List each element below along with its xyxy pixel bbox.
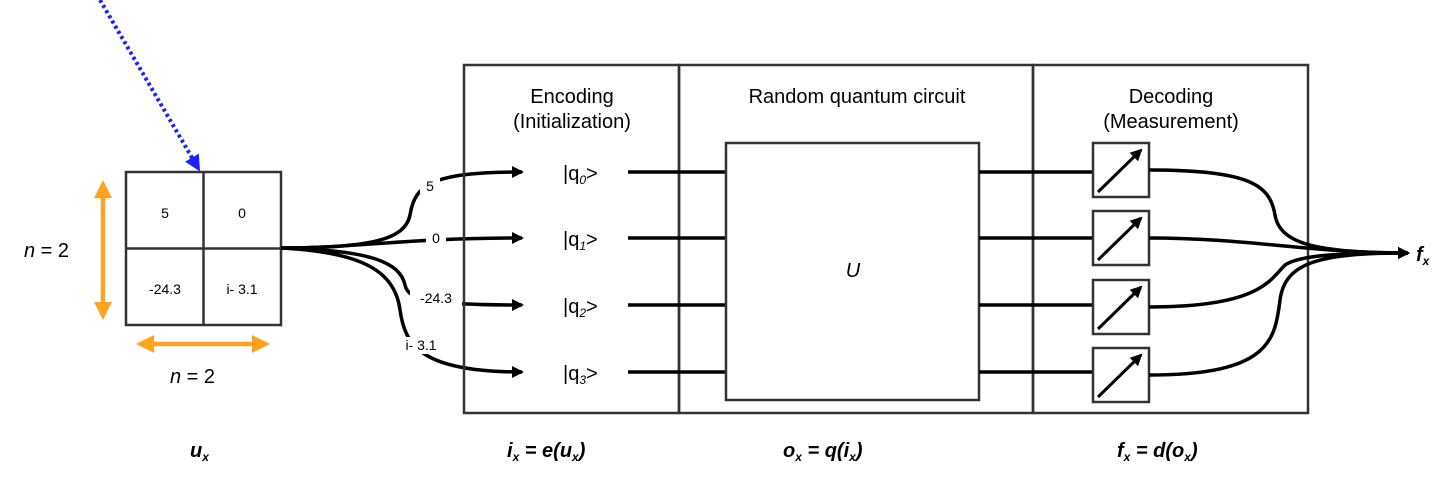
grid-cell-0: 5 xyxy=(161,205,169,221)
n-horizontal-label: n = 2 xyxy=(170,366,215,388)
unitary-label: U xyxy=(846,260,861,282)
wire-label-0: 5 xyxy=(426,178,434,194)
decoding-title: Decoding xyxy=(1129,86,1214,108)
meter-1 xyxy=(1091,209,1151,267)
grid-cell-1: 0 xyxy=(238,205,246,221)
wire-label-1: 0 xyxy=(432,230,440,246)
ux-label: ux xyxy=(190,440,210,464)
qubit-label-1: |q1> xyxy=(563,229,598,253)
qubit-wires-out xyxy=(979,170,1093,374)
qubit-labels: |q0> |q1> |q2> |q3> xyxy=(563,163,598,387)
decoding-subtitle: (Measurement) xyxy=(1103,111,1239,133)
n-vertical-label: n = 2 xyxy=(24,240,69,262)
output-label: fx xyxy=(1416,244,1431,268)
encoding-title: Encoding xyxy=(530,86,613,108)
grid-cell-3: i- 3.1 xyxy=(226,281,257,297)
grid-cell-2: -24.3 xyxy=(149,281,181,297)
input-grid: 5 0 -24.3 i- 3.1 xyxy=(124,170,283,327)
unitary-box xyxy=(724,141,981,402)
output-fanin xyxy=(1148,168,1410,377)
meter-2 xyxy=(1091,278,1151,336)
circuit-title: Random quantum circuit xyxy=(749,86,966,108)
ox-equation: ox = q(ix) xyxy=(783,440,863,464)
qubit-label-3: |q3> xyxy=(563,363,598,387)
blue-dotted-arrow xyxy=(98,0,201,172)
ix-equation: ix = e(ux) xyxy=(507,440,586,464)
wire-label-2: -24.3 xyxy=(420,290,452,306)
qubit-label-2: |q2> xyxy=(563,296,598,320)
meter-3 xyxy=(1091,346,1151,404)
wire-labels: 5 0 -24.3 i- 3.1 xyxy=(392,178,462,354)
qubit-label-0: |q0> xyxy=(563,163,598,187)
meter-0 xyxy=(1091,141,1151,199)
fx-equation: fx = d(ox) xyxy=(1117,440,1198,464)
encoding-subtitle: (Initialization) xyxy=(513,111,631,133)
wire-label-3: i- 3.1 xyxy=(405,337,436,353)
qubit-wires-in xyxy=(628,170,726,374)
